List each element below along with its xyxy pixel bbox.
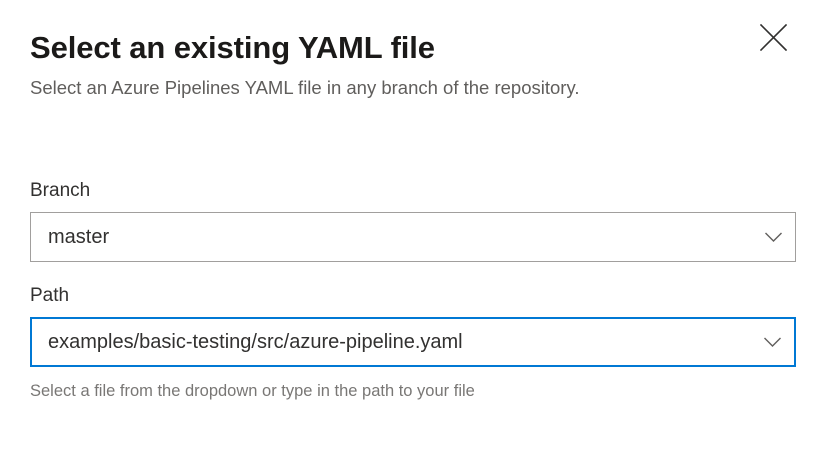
close-button[interactable] xyxy=(750,14,796,60)
path-dropdown-toggle[interactable] xyxy=(750,319,794,365)
branch-dropdown[interactable] xyxy=(30,212,796,262)
path-label: Path xyxy=(30,285,70,306)
dialog-subtitle: Select an Azure Pipelines YAML file in a… xyxy=(30,77,580,98)
page-title: Select an existing YAML file xyxy=(30,30,435,65)
dialog-header-text: Select an existing YAML file Select an A… xyxy=(30,28,650,104)
path-input[interactable] xyxy=(32,328,750,356)
branch-label: Branch xyxy=(30,180,91,201)
yaml-file-form: Branch Path xyxy=(30,178,796,402)
close-icon xyxy=(759,23,787,51)
path-helper-text: Select a file from the dropdown or type … xyxy=(30,382,475,400)
branch-input[interactable] xyxy=(31,223,751,251)
branch-field-group: Branch xyxy=(30,178,796,262)
chevron-down-icon xyxy=(764,232,782,243)
chevron-down-icon xyxy=(763,337,781,348)
dialog-header: Select an existing YAML file Select an A… xyxy=(30,28,796,104)
path-field-group: Path Select a file from the dropdown or … xyxy=(30,283,796,402)
branch-dropdown-toggle[interactable] xyxy=(751,213,795,261)
path-dropdown[interactable] xyxy=(30,317,796,367)
